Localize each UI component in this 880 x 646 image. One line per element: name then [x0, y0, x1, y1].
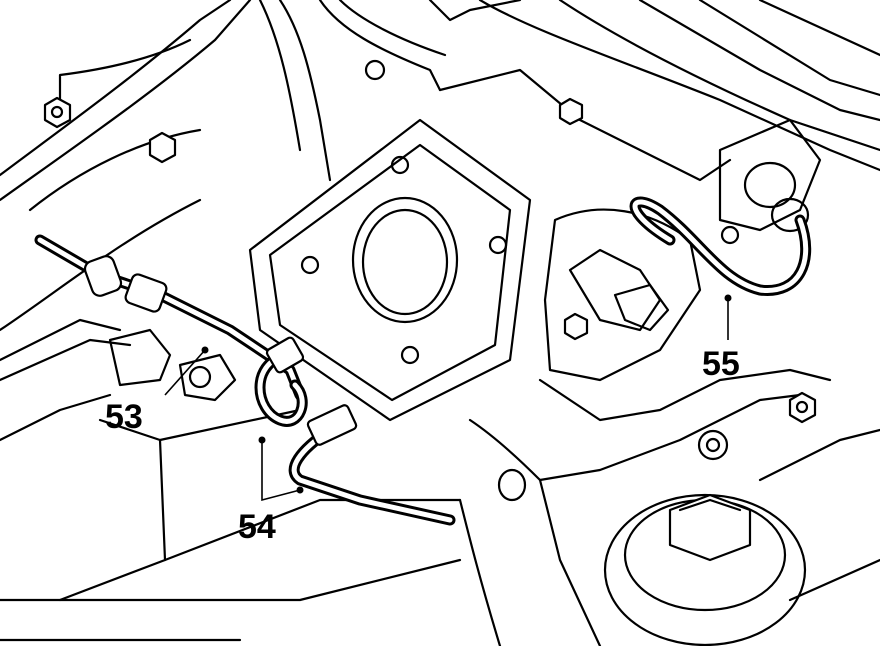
hose-55 — [629, 196, 812, 296]
mount-icon — [697, 429, 729, 461]
bolt-icon — [563, 312, 589, 341]
callout-label-54: 54 — [238, 508, 276, 546]
bolt-icon — [364, 59, 386, 81]
callout-54: 54 — [238, 436, 304, 546]
hose-53 — [34, 234, 306, 401]
callout-55: 55 — [702, 294, 740, 383]
bolt-icon — [148, 131, 177, 164]
bolt-icon — [558, 97, 584, 126]
oil-filter-cap-icon — [603, 493, 807, 646]
callout-label-55: 55 — [702, 345, 740, 383]
callout-53: 53 — [105, 346, 209, 436]
hose-54 — [254, 336, 456, 526]
callout-label-53: 53 — [105, 398, 143, 436]
bolt-icon — [788, 391, 817, 424]
bolt-icon — [43, 96, 72, 129]
